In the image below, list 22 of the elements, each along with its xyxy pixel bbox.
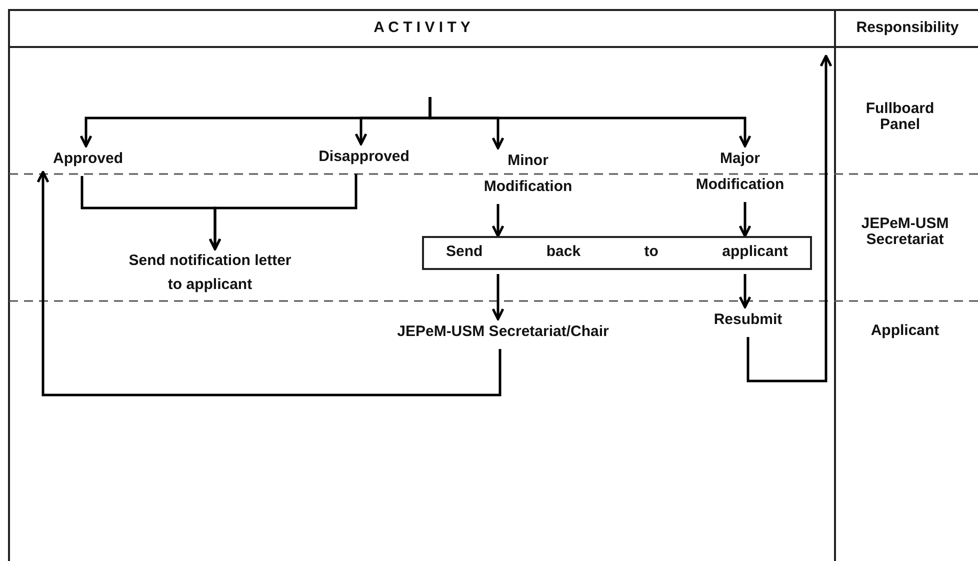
step-label: Major Modification (694, 149, 786, 195)
step-label: Send notification letter to applicant (128, 251, 292, 295)
lane-label: Applicant (870, 323, 940, 339)
step-label: JEPeM-USM Secretariat/Chair (396, 322, 610, 342)
column-header: A C T I V I T Y (372, 19, 472, 36)
arrow (36, 170, 502, 396)
arrow (208, 174, 358, 250)
step-label: Disapproved (318, 147, 410, 167)
arrow (738, 274, 752, 308)
arrow (428, 97, 752, 148)
step-label: Send back to applicant (446, 242, 788, 262)
arrow (492, 204, 504, 238)
arrow (738, 202, 752, 238)
step-label: Resubmit (712, 310, 784, 330)
lane-label: Fullboard Panel (864, 101, 936, 133)
arrow (746, 54, 832, 382)
arrow (492, 274, 504, 320)
step-label: Minor Modification (482, 151, 574, 197)
column-header: Responsibility (855, 19, 960, 36)
lane-label: JEPeM-USM Secretariat (860, 216, 950, 248)
process-box (422, 236, 812, 270)
step-label: Approved (52, 149, 124, 169)
